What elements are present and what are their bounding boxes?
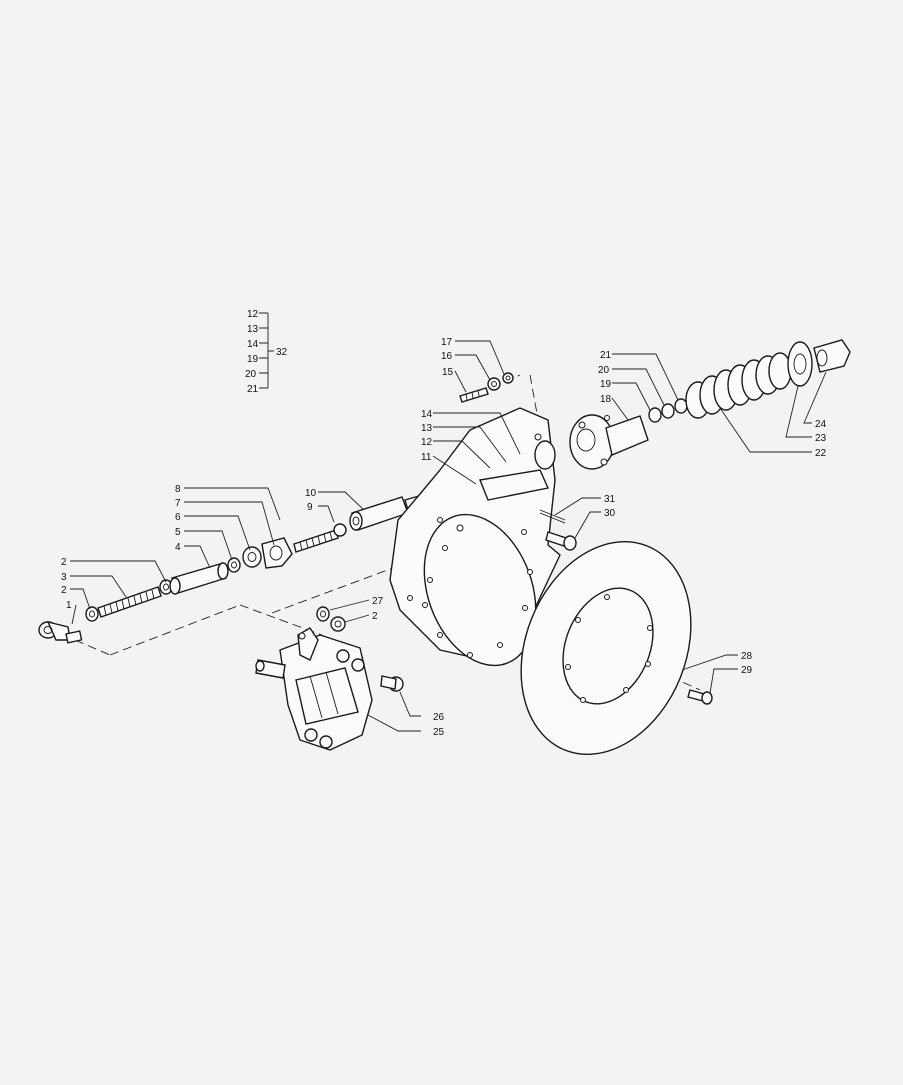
callout-8: 8 (175, 484, 181, 495)
callout-30: 30 (604, 508, 616, 519)
kit-item-label: 19 (247, 354, 259, 365)
callout-17: 17 (441, 337, 453, 348)
callout-22: 22 (815, 448, 827, 459)
washer-2 (330, 616, 346, 632)
kit-item-label: 21 (247, 384, 259, 395)
end-nut (813, 339, 851, 373)
callout-6: 6 (175, 512, 181, 523)
kit-item-label: 12 (247, 309, 259, 320)
threaded-rod (97, 586, 162, 618)
callout-2: 2 (372, 611, 378, 622)
spring-cap (787, 341, 813, 387)
callout-21: 21 (600, 350, 612, 361)
callout-19: 19 (600, 379, 612, 390)
stud-pin (459, 387, 489, 403)
callout-7: 7 (175, 498, 181, 509)
disc-bolt (687, 689, 713, 705)
compression-spring (685, 352, 792, 419)
ball-joint-rod-end (38, 620, 83, 644)
callout-4: 4 (175, 542, 181, 553)
kit-bracket: 12 13 14 19 20 21 32 (245, 309, 288, 395)
lock-nut (85, 606, 99, 622)
callout-12: 12 (421, 437, 433, 448)
kit-item-label: 13 (247, 324, 259, 335)
stud-nut (487, 377, 501, 391)
kit-total-label: 32 (276, 347, 288, 358)
kit-item-label: 14 (247, 339, 259, 350)
callout-5: 5 (175, 527, 181, 538)
callout-29: 29 (741, 665, 753, 676)
callout-3: 3 (61, 572, 67, 583)
washer-27 (316, 606, 330, 622)
callout-labels: 1 2 3 2 4 5 6 7 8 9 10 11 12 13 14 15 16… (61, 337, 827, 738)
caliper-bolt-26 (380, 675, 404, 692)
kit-item-label: 20 (245, 369, 257, 380)
callout-13: 13 (421, 423, 433, 434)
callout-18: 18 (600, 394, 612, 405)
cylinder-flange (569, 414, 649, 470)
callout-20: 20 (598, 365, 610, 376)
callout-1: 1 (66, 600, 72, 611)
callout-24: 24 (815, 419, 827, 430)
stud-washer (502, 372, 514, 384)
callout-16: 16 (441, 351, 453, 362)
spacer-nut (227, 557, 241, 573)
brake-disc (520, 540, 692, 756)
callout-27: 27 (372, 596, 384, 607)
leader-lines (70, 340, 827, 732)
adjuster-screw (293, 523, 347, 553)
callout-25: 25 (433, 727, 445, 738)
pin-31 (539, 509, 566, 524)
callout-14: 14 (421, 409, 433, 420)
small-rings (648, 398, 688, 423)
adjuster-nut (261, 537, 293, 569)
bolt-30 (545, 531, 577, 551)
callout-26: 26 (433, 712, 445, 723)
coupling-sleeve (169, 562, 229, 595)
mounting-bracket-plate (389, 407, 561, 667)
callout-15: 15 (442, 367, 454, 378)
callout-23: 23 (815, 433, 827, 444)
callout-31: 31 (604, 494, 616, 505)
callout-2: 2 (61, 585, 67, 596)
callout-28: 28 (741, 651, 753, 662)
ball-socket (242, 546, 262, 568)
piston-sleeve (349, 496, 409, 531)
callout-9: 9 (307, 502, 313, 513)
callout-10: 10 (305, 488, 317, 499)
brake-caliper (255, 627, 373, 751)
callout-2: 2 (61, 557, 67, 568)
callout-11: 11 (421, 452, 432, 463)
